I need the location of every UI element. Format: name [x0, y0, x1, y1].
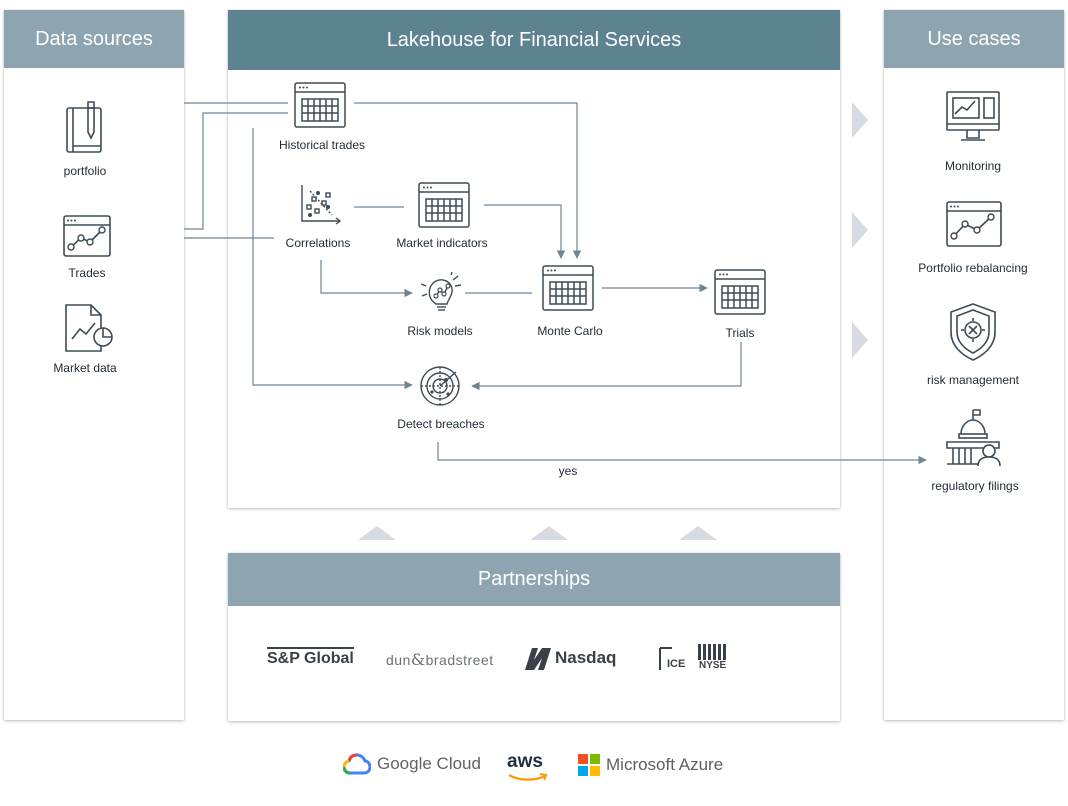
shield-icon	[950, 303, 996, 361]
sp-global-logo: S&P Global	[267, 647, 354, 668]
sp-global-text: S&P Global	[267, 650, 354, 667]
radar-icon	[420, 366, 460, 406]
dnb-text-dun: dun	[386, 652, 411, 668]
nyse-mark-icon	[698, 644, 726, 660]
government-building-icon	[946, 409, 1001, 467]
up-chevron-1	[358, 526, 396, 540]
nasdaq-logo: Nasdaq	[523, 646, 616, 670]
node-label-historical-trades: Historical trades	[278, 138, 366, 152]
node-label-detect-breaches: Detect breaches	[397, 417, 485, 431]
edge-indicators-montecarlo	[484, 204, 566, 259]
microsoft-icon	[578, 754, 600, 776]
source-label-trades: Trades	[68, 266, 106, 280]
edge-label-yes: yes	[558, 464, 578, 478]
lakehouse-header: Lakehouse for Financial Services	[228, 10, 840, 70]
ice-mark-icon	[659, 647, 672, 670]
nyse-logo: NYSE	[698, 644, 732, 672]
right-chevron-3	[852, 322, 868, 358]
partnerships-title: Partnerships	[477, 568, 591, 590]
up-chevron-2	[530, 526, 568, 540]
ice-text: ICE	[667, 658, 686, 670]
lakehouse-panel: Lakehouse for Financial Services	[228, 10, 840, 508]
scatter-plot-icon	[301, 185, 342, 225]
dnb-text-bradstreet: bradstreet	[425, 652, 494, 668]
table-icon	[418, 182, 470, 228]
node-label-market-indicators: Market indicators	[396, 236, 488, 250]
table-icon	[542, 265, 594, 311]
edge-trials-detect	[471, 342, 742, 391]
source-label-portfolio: portfolio	[63, 164, 107, 178]
partnerships-header: Partnerships	[228, 553, 840, 606]
partnerships-panel: Partnerships	[228, 553, 840, 721]
book-pencil-icon	[66, 101, 102, 153]
data-sources-title: Data sources	[35, 27, 153, 50]
usecase-label-regulatory-filings: regulatory filings	[931, 479, 1019, 493]
monitor-chart-icon	[946, 91, 1000, 141]
google-cloud-logo: Google Cloud	[343, 753, 481, 775]
aws-logo: aws	[507, 751, 549, 785]
node-label-correlations: Correlations	[285, 236, 351, 250]
edge-trades-historical	[184, 112, 288, 230]
right-chevron-2	[852, 212, 868, 248]
line-chart-window-icon	[946, 201, 1002, 247]
source-label-market-data: Market data	[53, 361, 117, 375]
up-chevron-3	[679, 526, 717, 540]
google-cloud-text: Google Cloud	[377, 754, 481, 773]
usecase-label-portfolio-rebalancing: Portfolio rebalancing	[918, 261, 1028, 275]
nasdaq-mark-icon	[525, 648, 551, 670]
right-chevron-1	[852, 102, 868, 138]
edge-correlations-riskmodels	[320, 260, 413, 298]
dnb-ampersand: &	[410, 650, 426, 669]
microsoft-azure-logo: Microsoft Azure	[578, 754, 723, 776]
dun-bradstreet-logo: dun&bradstreet	[386, 650, 494, 669]
data-sources-header: Data sources	[4, 10, 184, 68]
node-label-risk-models: Risk models	[407, 324, 473, 338]
edge-historical-montecarlo	[354, 102, 582, 259]
use-cases-title: Use cases	[927, 27, 1021, 50]
google-cloud-icon	[343, 753, 371, 775]
node-label-monte-carlo: Monte Carlo	[537, 324, 603, 338]
table-icon	[294, 82, 346, 128]
line-chart-window-icon	[63, 215, 111, 257]
nyse-text: NYSE	[699, 660, 727, 671]
edge-historical-detect	[252, 128, 413, 390]
ice-logo: ICE	[658, 646, 692, 672]
microsoft-azure-text: Microsoft Azure	[606, 755, 724, 774]
use-cases-panel: Use cases	[884, 10, 1064, 720]
node-label-trials: Trials	[725, 326, 755, 340]
usecase-label-monitoring: Monitoring	[944, 159, 1002, 173]
use-cases-header: Use cases	[884, 10, 1064, 68]
lightbulb-network-icon	[420, 272, 462, 311]
aws-text: aws	[507, 751, 543, 772]
table-icon	[714, 269, 766, 315]
lakehouse-title: Lakehouse for Financial Services	[386, 28, 682, 51]
document-chart-icon	[65, 304, 113, 352]
aws-smile-icon	[508, 773, 548, 781]
nasdaq-text: Nasdaq	[555, 648, 617, 667]
usecase-label-risk-management: risk management	[926, 373, 1020, 387]
edge-detect-regulatory	[437, 442, 927, 465]
